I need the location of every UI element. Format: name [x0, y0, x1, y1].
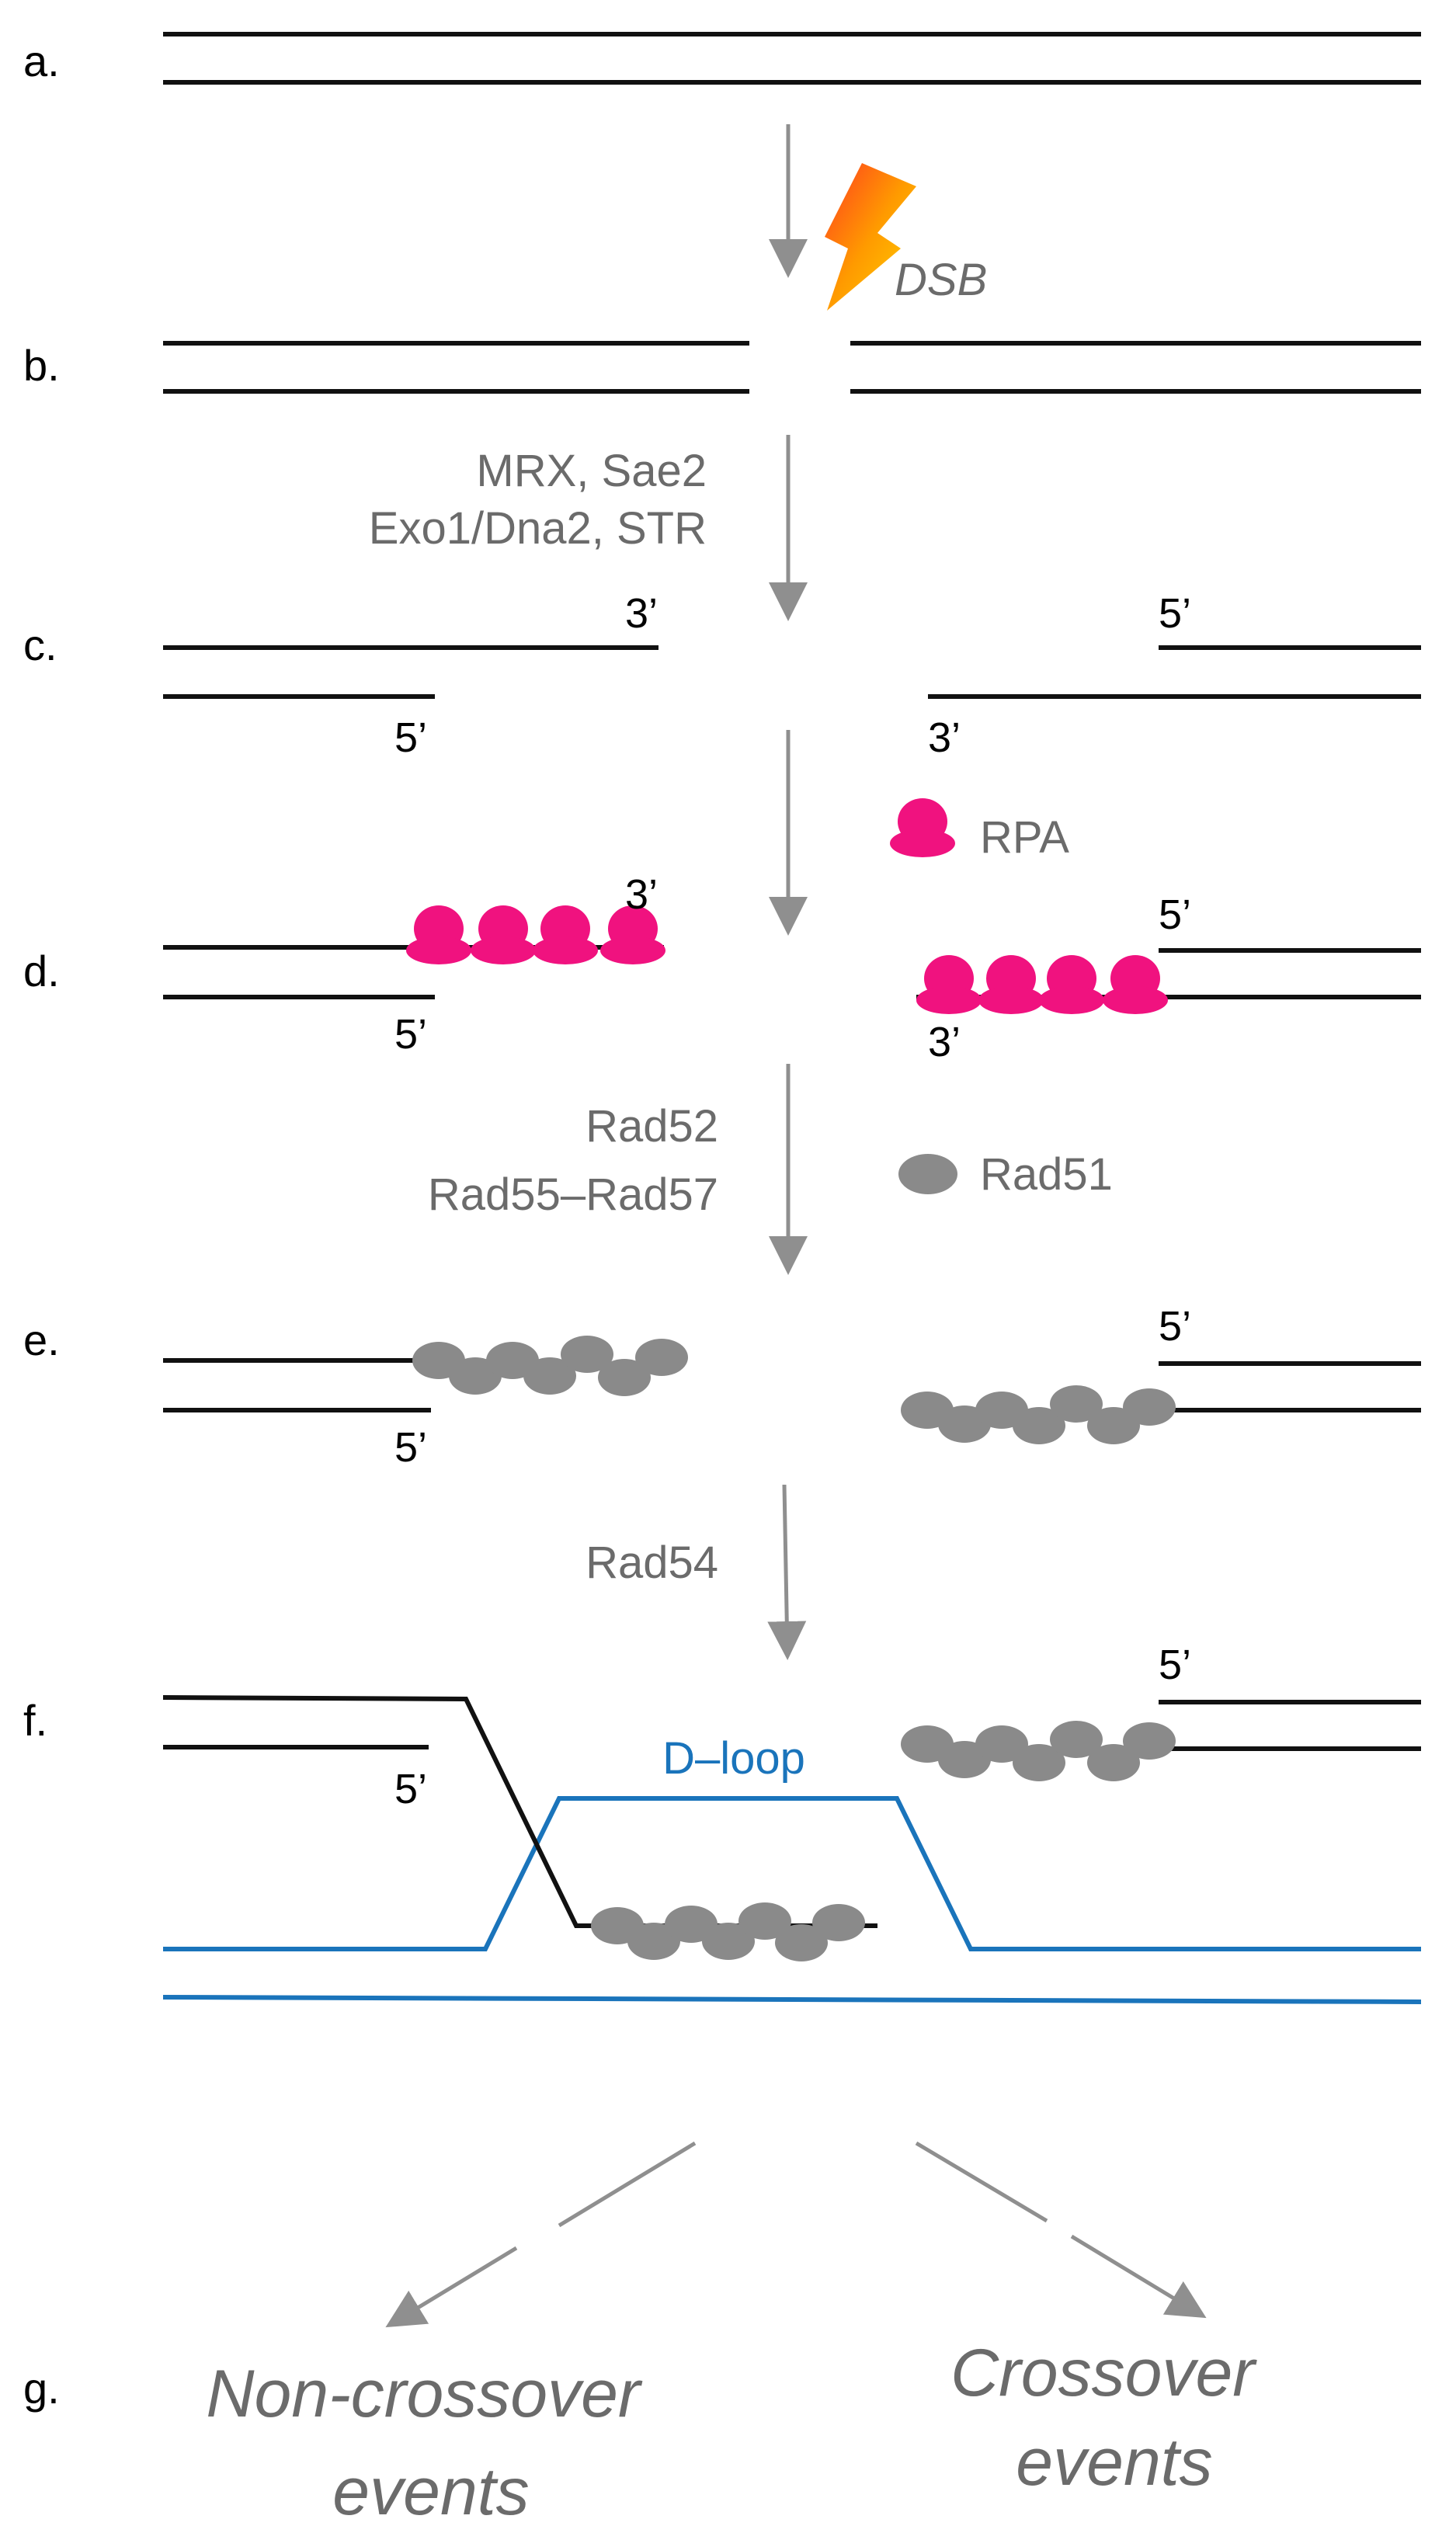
rad51-protein-icon [898, 1154, 957, 1194]
end-label-5prime: 5’ [1159, 1303, 1191, 1350]
rpa-protein-icon [406, 905, 471, 964]
mediator-label-2: Rad55–Rad57 [428, 1169, 718, 1220]
step-label-g: g. [23, 2364, 60, 2413]
end-label-5prime: 5’ [394, 1424, 427, 1471]
lightning-bolt-icon [825, 163, 916, 311]
rad54-label: Rad54 [586, 1537, 718, 1588]
step-label-d: d. [23, 947, 60, 995]
end-label-5prime: 5’ [1159, 590, 1191, 637]
end-label-5prime: 5’ [394, 1766, 427, 1812]
rpa-label: RPA [980, 812, 1069, 863]
rpa-protein-icon [978, 955, 1044, 1014]
step-label-f: f. [23, 1696, 47, 1745]
strand-invasion [162, 1695, 1422, 2004]
end-label-5prime: 5’ [394, 714, 427, 761]
noncrossover-label-2: events [332, 2455, 529, 2526]
broken-dna [163, 341, 1421, 394]
rpa-protein-icon [1103, 955, 1168, 1014]
resected-dna [163, 645, 1421, 699]
step-label-a: a. [23, 36, 60, 85]
end-label-5prime: 5’ [394, 1011, 427, 1058]
donor-strand-lower [162, 1995, 1422, 2004]
step-label-e: e. [23, 1315, 60, 1364]
rpa-protein-icon [471, 905, 536, 964]
step-label-b: b. [23, 341, 60, 390]
dsb-label: DSB [895, 255, 987, 305]
crossover-label-2: events [1016, 2425, 1212, 2500]
end-label-5prime: 5’ [1159, 1642, 1191, 1688]
rpa-protein-icon [533, 905, 598, 964]
end-label-3prime: 3’ [928, 1019, 961, 1065]
mediator-label-1: Rad52 [586, 1101, 718, 1152]
rad51-label: Rad51 [980, 1149, 1113, 1200]
end-label-3prime: 3’ [625, 590, 658, 637]
rpa-protein-icon [916, 955, 982, 1014]
resection-label-1: MRX, Sae2 [476, 446, 707, 496]
resection-label-2: Exo1/Dna2, STR [369, 503, 707, 554]
rpa-protein-icon [890, 798, 955, 857]
step-label-c: c. [23, 620, 57, 669]
end-label-5prime: 5’ [1159, 891, 1191, 938]
dloop-label: D–loop [662, 1733, 805, 1784]
rad51-filament-dna [163, 1336, 1421, 1444]
intact-dna [163, 32, 1421, 85]
end-label-3prime: 3’ [625, 871, 658, 918]
outcome-arrows [385, 2141, 1207, 2328]
end-label-3prime: 3’ [928, 714, 961, 761]
rpa-coated-dna [163, 905, 1421, 1014]
noncrossover-label-1: Non-crossover [206, 2357, 643, 2431]
donor-strand-dloop [163, 1796, 1421, 1951]
rpa-protein-icon [1039, 955, 1104, 1014]
crossover-label-1: Crossover [950, 2336, 1257, 2410]
arrow-e-f [767, 1484, 807, 1660]
